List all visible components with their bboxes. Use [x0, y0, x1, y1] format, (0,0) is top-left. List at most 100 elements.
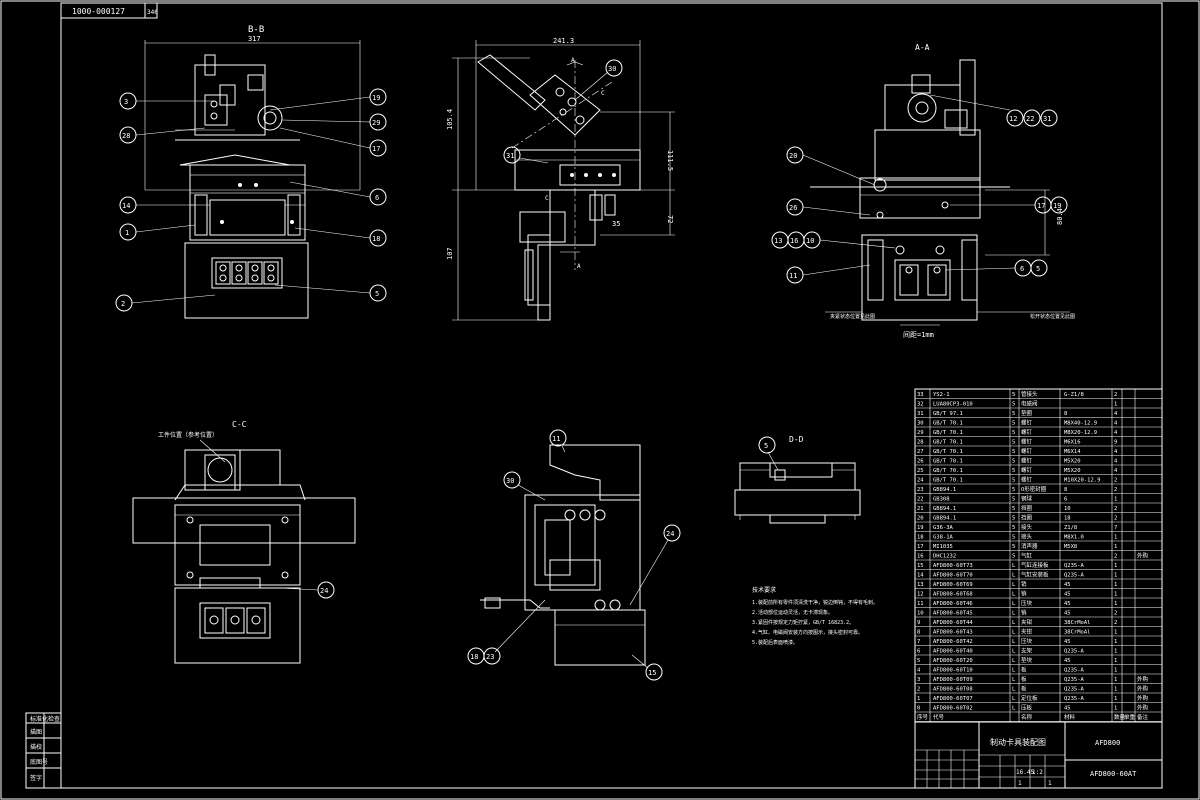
bb-balloon-14: 14: [122, 202, 130, 210]
bom-cell: AFD800-60T46: [933, 601, 973, 607]
bom-cell: 17: [917, 544, 924, 550]
bom-cell: 13: [917, 582, 924, 588]
iso-balloon-23: 23: [486, 653, 494, 661]
dim-105: 105.4: [446, 109, 454, 130]
dim-107: 107: [446, 247, 454, 260]
cc-balloon-24: 24: [320, 587, 328, 595]
bom-cell: AFD800-60T42: [933, 639, 973, 645]
bom-cell: L: [1012, 592, 1016, 598]
bb-balloon-3: 3: [124, 98, 128, 106]
bom-cell: L: [1012, 696, 1016, 702]
bom-cell: 接头: [1021, 523, 1033, 531]
aa-balloon-19: 19: [1053, 202, 1061, 210]
bom-cell: 27: [917, 449, 924, 455]
bom-cell: 31: [917, 411, 924, 417]
aa-balloon-22: 22: [1026, 115, 1034, 123]
bom-cell: L: [1012, 687, 1016, 693]
bom-cell: 11: [917, 601, 924, 607]
bom-cell: 外购: [1137, 552, 1149, 560]
bom-cell: 1: [1114, 535, 1117, 541]
iso-balloon-15: 15: [648, 669, 656, 677]
bom-cell: 2: [1114, 392, 1117, 398]
bom-cell: L: [1012, 563, 1016, 569]
bom-cell: M6X14: [1064, 449, 1081, 455]
bom-cell: 5: [1012, 554, 1015, 560]
bom-cell: 45: [1064, 658, 1071, 664]
side-sec-a-top: A: [571, 57, 575, 64]
bom-cell: Q235-A: [1064, 677, 1085, 683]
side-sec-c-top: C: [601, 90, 605, 97]
bom-cell: 夹钳: [1021, 618, 1033, 626]
bom-cell: L: [1012, 582, 1016, 588]
bom-cell: L: [1012, 620, 1016, 626]
iso-balloon-18: 18: [470, 653, 478, 661]
bom-cell: M5X20: [1064, 459, 1081, 465]
tech-line-3: 3.紧固件按规定力矩拧紧，GB/T 16823.2。: [752, 619, 854, 626]
bom-cell: 5: [1012, 544, 1015, 550]
bom-cell: 5: [1012, 468, 1015, 474]
cc-annotation: 工件位置（参考位置）: [158, 431, 218, 439]
bom-cell: 1: [1114, 582, 1117, 588]
scale-value: 1:2: [1032, 769, 1043, 776]
view-bb: B-B 317: [115, 25, 387, 319]
sheet-of-value: 1: [1048, 780, 1052, 787]
bom-cell: 钢球: [1021, 495, 1033, 503]
bom-cell: GB/T 70.1: [933, 449, 963, 455]
bom-cell: 14: [917, 573, 924, 579]
bom-cell: 4: [917, 668, 921, 674]
dim-35: 35: [612, 220, 620, 228]
bom-cell: L: [1012, 573, 1016, 579]
aa-balloon-12: 12: [1009, 115, 1017, 123]
tech-title: 技术要求: [752, 586, 776, 594]
bom-cell: 1: [1114, 601, 1117, 607]
aa-balloon-6: 6: [1020, 265, 1024, 273]
bom-cell: 螺钉: [1021, 419, 1033, 427]
bom-cell: 螺钉: [1021, 447, 1033, 455]
bom-cell: AFD800-60T40: [933, 649, 973, 655]
bom-cell: 电磁阀: [1021, 400, 1038, 408]
bom-cell: M8X1.0: [1064, 535, 1084, 541]
drawing-number: AFD800-60AT: [1090, 770, 1137, 778]
bom-cell: 4: [1114, 421, 1118, 427]
left-strip-4: 底图号: [30, 758, 48, 766]
bom-cell: L: [1012, 630, 1016, 636]
aa-balloon-10: 10: [806, 237, 814, 245]
bom-cell: AFD800-60T43: [933, 630, 973, 636]
bom-cell: AFD800-60T44: [933, 620, 973, 626]
left-strip-5: 签字: [30, 774, 42, 782]
bom-cell: 23: [917, 487, 924, 493]
bom-cell: Z1/8: [1064, 525, 1077, 531]
bom-header-cell: 单重: [1124, 713, 1136, 721]
bom-header-cell: 序号: [917, 713, 929, 721]
view-side: 241.3 105.4 107 A C 111.5 72 35: [446, 37, 675, 321]
bom-cell: GB/T 70.1: [933, 468, 963, 474]
bom-cell: 5: [1012, 478, 1015, 484]
inner-frame: [60, 2, 1163, 789]
bom-cell: YS2-1: [933, 392, 950, 398]
bb-balloon-19: 19: [372, 94, 380, 102]
bb-balloon-29: 29: [372, 119, 380, 127]
bom-header-cell: 代号: [933, 713, 945, 721]
left-strip-2: 描图: [30, 728, 42, 736]
bom-cell: GB/T 70.1: [933, 440, 963, 446]
bom-cell: Q235-A: [1064, 573, 1085, 579]
bom-cell: 气缸: [1021, 552, 1033, 560]
bom-cell: 外购: [1137, 694, 1149, 702]
bom-cell: 12: [917, 592, 924, 598]
bb-balloon-6: 6: [375, 194, 379, 202]
view-dd: D-D 5: [734, 435, 861, 524]
bom-cell: 1: [1114, 706, 1117, 712]
bom-cell: 21: [917, 506, 924, 512]
aa-balloon-20: 20: [789, 152, 797, 160]
bom-cell: 18: [1064, 516, 1071, 522]
bom-cell: 1: [1114, 668, 1117, 674]
iso-balloon-11: 11: [552, 435, 560, 443]
product-code: AFD800: [1095, 739, 1120, 747]
bom-cell: 2: [1114, 478, 1117, 484]
bb-balloon-28: 28: [122, 132, 130, 140]
bom-cell: 1: [1114, 687, 1117, 693]
dim-gap: 间距=1mm: [903, 331, 934, 339]
bom-cell: 5: [1012, 411, 1015, 417]
bom-cell: AFD800-60T69: [933, 582, 973, 588]
